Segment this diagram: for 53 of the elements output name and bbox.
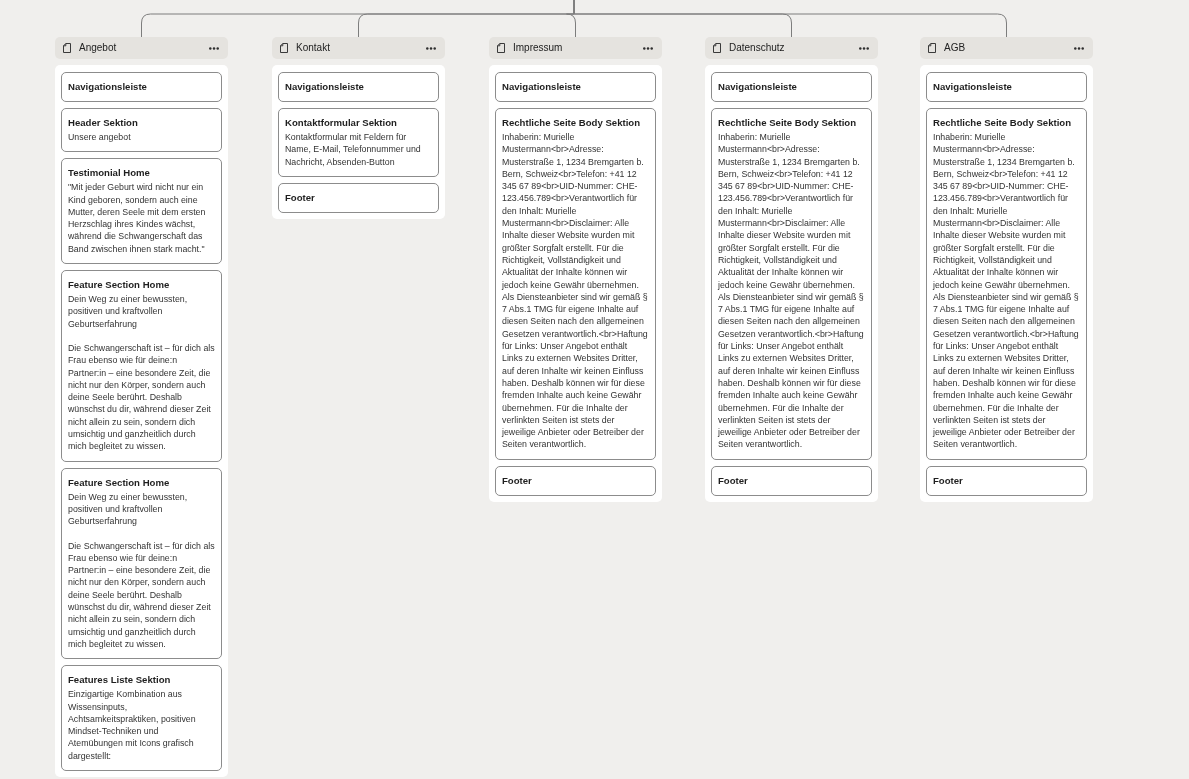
section-card xyxy=(926,465,1087,496)
card-title: Footer xyxy=(718,474,749,487)
section-card xyxy=(61,158,222,265)
section-card xyxy=(61,467,222,660)
card-text: Unsere angebot xyxy=(68,131,132,144)
card-title: Header Sektion xyxy=(68,117,139,129)
card-text: Inhaberin: Murielle Mustermann<br>Adresse: Musterstraße 1, 1234 Bremgarten b. Bern, Schweiz<br>Telefon: +41 12 345 67 89<br>UID-Nummer: CHE-123.456.789<br>Verantwortlich für den Inhalt: Murielle Mustermann<br>Disclaimer: Alle Inhalte dieser Website wurden mit größter Sorgfalt erstellt. Für die Richtigkeit, Vollständigkeit und Aktualität der Inhalte können wir jedoch keine Gewähr übernehmen. Als Diensteanbieter sind wir gemäß § 7 Abs.1 TMG für eigene Inhalte auf diesen Seiten nach den allgemeinen Gesetzen verantwortlich.<br>Haftung für Links: Unser Angebot enthält Links zu externen Websites Dritter, auf deren Inhalte wir keinen Einfluss haben. Deshalb können wir für diese fremden Inhalte auch keine Gewähr übernehmen. Für die Inhalte der verlinkten Seiten ist stets der jeweilige Anbieter oder Betreiber der Seiten verantwortlich. xyxy=(933,131,1080,451)
card-text: Einzigartige Kombination aus Wissensinputs, Achtsamkeitspraktiken, positiven Mindset-Techniken und Atemübungen mit Icons grafisch dargestellt: xyxy=(68,688,197,762)
card-title: Navigationsleiste xyxy=(68,81,148,93)
section-card xyxy=(711,108,872,460)
card-title: Navigationsleiste xyxy=(933,81,1013,93)
card-text: "Mit jeder Geburt wird nicht nur ein Kind geboren, sondern auch eine Mutter, deren Seele mit dem ersten Herzschlag ihres Kindes wächst, während die Schwangerschaft das Band zwischen ihnen stark macht." xyxy=(68,181,207,256)
section-card xyxy=(926,72,1087,102)
card-title: Footer xyxy=(285,191,316,204)
card-title: Kontaktformular Sektion xyxy=(285,117,398,129)
section-card xyxy=(278,108,439,177)
card-title: Feature Section Home xyxy=(68,476,171,489)
card-text: Inhaberin: Murielle Mustermann<br>Adresse: Musterstraße 1, 1234 Bremgarten b. Bern, Schweiz<br>Telefon: +41 12 345 67 89<br>UID-Nummer: CHE-123.456.789<br>Verantwortlich für den Inhalt: Murielle Mustermann<br>Disclaimer: Alle Inhalte dieser Website wurden mit größter Sorgfalt erstellt. Für die Richtigkeit, Vollständigkeit und Aktualität der Inhalte können wir jedoch keine Gewähr übernehmen. Als Diensteanbieter sind wir gemäß § 7 Abs.1 TMG für eigene Inhalte auf diesen Seiten nach den allgemeinen Gesetzen verantwortlich.<br>Haftung für Links: Unser Angebot enthält Links zu externen Websites Dritter, auf deren Inhalte wir keinen Einfluss haben. Deshalb können wir für diese fremden Inhalte auch keine Gewähr übernehmen. Für die Inhalte der verlinkten Seiten ist stets der jeweilige Anbieter oder Betreiber der Seiten verantwortlich. xyxy=(502,131,649,451)
section-card xyxy=(495,108,656,460)
card-title: Rechtliche Seite Body Sektion xyxy=(933,117,1073,129)
card-title: Navigationsleiste xyxy=(718,81,798,93)
card-text: Kontaktformular mit Feldern für Name, E-Mail, Telefonnummer und Nachricht, Absenden-Button xyxy=(285,131,422,168)
section-card xyxy=(61,108,222,153)
card-title: Footer xyxy=(933,474,964,487)
card-title: Rechtliche Seite Body Sektion xyxy=(502,117,642,129)
section-card xyxy=(926,108,1087,460)
section-card xyxy=(495,465,656,496)
section-card xyxy=(61,72,222,102)
section-card xyxy=(711,465,872,496)
card-text: Dein Weg zu einer bewussten, positiven und kraftvollen Geburtserfahrung xyxy=(68,490,189,528)
card-text: Dein Weg zu einer bewussten, positiven und kraftvollen Geburtserfahrung xyxy=(68,293,189,330)
section-card xyxy=(711,72,872,102)
section-card xyxy=(61,665,222,771)
card-title: Navigationsleiste xyxy=(502,81,582,93)
card-title: Feature Section Home xyxy=(68,279,171,292)
page-title: Angebot xyxy=(79,42,118,54)
section-card xyxy=(495,72,656,102)
card-text: Die Schwangerschaft ist – für dich als Frau ebenso wie für deine:n Partner:in – eine besondere Zeit, die nicht nur den Körper, sondern auch deine Seele berührt. Deshalb wünschst du dir, während dieser Zeit nicht allein zu sein, sondern dich umsichtig und ganzheitlich durch mich begleitet zu wissen. xyxy=(68,341,215,453)
page-title: Impressum xyxy=(513,42,564,54)
card-text: Die Schwangerschaft ist – für dich als Frau ebenso wie für deine:n Partner:in – eine besondere Zeit, die nicht nur den Körper, sondern auch deine Seele berührt. Deshalb wünschst du dir, während dieser Zeit nicht allein zu sein, sondern dich umsichtig und ganzheitlich durch mich begleitet zu wissen. xyxy=(68,539,215,651)
section-card xyxy=(278,182,439,213)
connector-line xyxy=(573,0,1007,38)
card-title: Testimonial Home xyxy=(68,167,151,180)
card-title: Features Liste Sektion xyxy=(68,674,172,687)
section-card xyxy=(278,72,439,102)
page-title: AGB xyxy=(944,42,967,54)
page-title: Kontakt xyxy=(296,42,331,54)
card-text: Inhaberin: Murielle Mustermann<br>Adresse: Musterstraße 1, 1234 Bremgarten b. Bern, Schweiz<br>Telefon: +41 12 345 67 89<br>UID-Nummer: CHE-123.456.789<br>Verantwortlich für den Inhalt: Murielle Mustermann<br>Disclaimer: Alle Inhalte dieser Website wurden mit größter Sorgfalt erstellt. Für die Richtigkeit, Vollständigkeit und Aktualität der Inhalte können wir jedoch keine Gewähr übernehmen. Als Diensteanbieter sind wir gemäß § 7 Abs.1 TMG für eigene Inhalte auf diesen Seiten nach den allgemeinen Gesetzen verantwortlich.<br>Haftung für Links: Unser Angebot enthält Links zu externen Websites Dritter, auf deren Inhalte wir keinen Einfluss haben. Deshalb können wir für diese fremden Inhalte auch keine Gewähr übernehmen. Für die Inhalte der verlinkten Seiten ist stets der jeweilige Anbieter oder Betreiber der Seiten verantwortlich. xyxy=(718,131,865,451)
section-card xyxy=(61,270,222,462)
card-title: Footer xyxy=(502,474,533,487)
card-title: Rechtliche Seite Body Sektion xyxy=(718,117,858,129)
card-title: Navigationsleiste xyxy=(285,81,365,93)
page-title: Datenschutz xyxy=(729,42,786,54)
